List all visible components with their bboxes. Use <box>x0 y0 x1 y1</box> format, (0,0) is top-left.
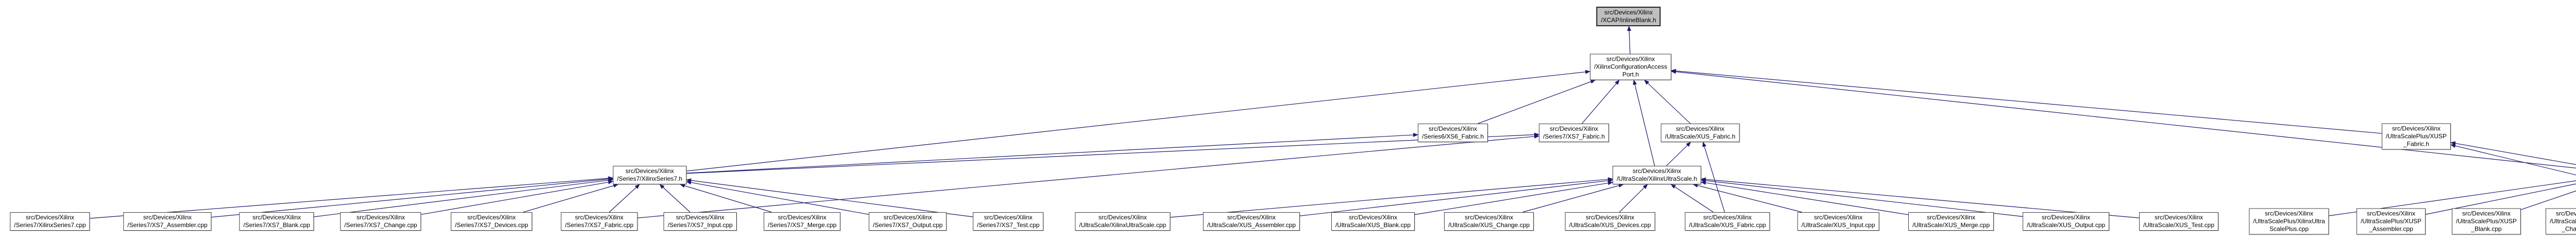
include-edge-ultrascaleplus_h-xusp_fab_h <box>2450 141 2576 165</box>
graph-node-l21[interactable]: src/Devices/Xilinx /UltraScalePlus/Xilin… <box>2249 208 2329 235</box>
graph-node-l09[interactable]: src/Devices/Xilinx /Series7/XS7_Output.c… <box>869 212 947 231</box>
graph-node-xcap_port[interactable]: src/Devices/Xilinx /XilinxConfigurationA… <box>1589 54 1672 80</box>
graph-node-l10[interactable]: src/Devices/Xilinx /Series7/XS7_Test.cpp <box>973 212 1044 231</box>
graph-node-l16[interactable]: src/Devices/Xilinx /UltraScale/XUS_Fabri… <box>1685 212 1770 231</box>
graph-node-l07[interactable]: src/Devices/Xilinx /Series7/XS7_Input.cp… <box>663 212 737 231</box>
graph-node-l14[interactable]: src/Devices/Xilinx /UltraScale/XUS_Chang… <box>1444 212 1534 231</box>
graph-node-xs7_fab_h[interactable]: src/Devices/Xilinx /Series7/XS7_Fabric.h <box>1538 124 1609 142</box>
include-edge-l15-ultrascale_h <box>1619 184 1648 213</box>
include-edge-xs6_fab_h-xcap_port <box>1478 79 1596 124</box>
include-edge-xcap_port-inline_blank <box>1627 26 1632 54</box>
include-edge-l14-ultrascale_h <box>1522 183 1624 213</box>
graph-node-l15[interactable]: src/Devices/Xilinx /UltraScale/XUS_Devic… <box>1565 212 1655 231</box>
include-edge-l06-xs7_fab_h <box>637 134 1539 218</box>
include-edge-l03-series7_h <box>314 178 614 217</box>
include-edge-l01-series7_h <box>90 176 614 219</box>
include-edge-l10-series7_h <box>686 178 973 217</box>
graph-node-l17[interactable]: src/Devices/Xilinx /UltraScale/XUS_Input… <box>1797 212 1879 231</box>
include-edge-l20-ultrascale_h <box>1701 177 2140 218</box>
include-edge-l07-series7_h <box>659 184 690 213</box>
include-edge-xusp_fab_h-xcap_port <box>1671 68 2382 134</box>
graph-node-l23[interactable]: src/Devices/Xilinx /UltraScalePlus/XUSP … <box>2451 208 2521 235</box>
include-edge-series7_h-xs7_fab_h <box>686 132 1539 174</box>
graph-node-l12[interactable]: src/Devices/Xilinx /UltraScale/XUS_Assem… <box>1202 212 1300 231</box>
include-edge-xus_fab_h-xcap_port <box>1644 79 1691 124</box>
graph-node-l22[interactable]: src/Devices/Xilinx /UltraScalePlus/XUSP … <box>2356 208 2426 235</box>
include-edge-l18-ultrascale_h <box>1701 181 1909 215</box>
include-edge-l19-ultrascale_h <box>1701 178 2023 217</box>
include-edge-l26-xusp_fab_h <box>2450 144 2576 176</box>
include-edge-l23-ultrascaleplus_h <box>2520 191 2576 210</box>
include-edge-l02-series7_h <box>211 177 614 218</box>
graph-node-l02[interactable]: src/Devices/Xilinx /Series7/XS7_Assemble… <box>123 212 212 231</box>
graph-node-l08[interactable]: src/Devices/Xilinx /Series7/XS7_Merge.cp… <box>764 212 841 231</box>
include-edge-ultrascaleplus_h-xcap_port <box>1671 70 2576 169</box>
include-edge-l13-ultrascale_h <box>1414 181 1613 215</box>
graph-node-ultrascale_h[interactable]: src/Devices/Xilinx /UltraScale/XilinxUlt… <box>1612 166 1702 184</box>
graph-node-l04[interactable]: src/Devices/Xilinx /Series7/XS7_Change.c… <box>340 212 421 231</box>
include-edge-ultrascale_h-xus_fab_h <box>1666 142 1691 166</box>
include-edge-l16-xus_fab_h <box>1702 142 1725 213</box>
graph-node-xusp_fab_h[interactable]: src/Devices/Xilinx /UltraScalePlus/XUSP … <box>2381 123 2451 150</box>
graph-node-l24[interactable]: src/Devices/Xilinx /UltraScalePlus/XUSP … <box>2545 208 2576 235</box>
graph-node-l19[interactable]: src/Devices/Xilinx /UltraScale/XUS_Outpu… <box>2022 212 2110 231</box>
graph-node-l01[interactable]: src/Devices/Xilinx /Series7/XilinxSeries… <box>10 212 90 231</box>
include-edge-ultrascale_h-xcap_port <box>1633 79 1655 166</box>
include-edge-l08-series7_h <box>680 183 772 213</box>
include-edge-l06-series7_h <box>609 184 640 213</box>
graph-node-series7_h[interactable]: src/Devices/Xilinx /Series7/XilinxSeries… <box>613 166 687 184</box>
graph-node-l11[interactable]: src/Devices/Xilinx /UltraScale/XilinxUlt… <box>1075 212 1171 231</box>
include-edge-l12-ultrascale_h <box>1299 178 1613 216</box>
include-edge-series7_h-xs6_fab_h <box>686 133 1418 174</box>
graph-node-xus_fab_h[interactable]: src/Devices/Xilinx /UltraScale/XUS_Fabri… <box>1660 124 1740 142</box>
include-edge-series7_h-xcap_port <box>686 70 1590 171</box>
graph-node-l06[interactable]: src/Devices/Xilinx /Series7/XS7_Fabric.c… <box>561 212 638 231</box>
graph-node-l05[interactable]: src/Devices/Xilinx /Series7/XS7_Devices.… <box>450 212 533 231</box>
include-edge-xs7_fab_h-xcap_port <box>1582 79 1620 124</box>
include-edge-l16-ultrascale_h <box>1670 184 1714 213</box>
include-edge-l04-series7_h <box>421 180 614 215</box>
include-edge-l05-series7_h <box>523 183 619 213</box>
graph-node-l20[interactable]: src/Devices/Xilinx /UltraScale/XUS_Test.… <box>2139 212 2219 231</box>
graph-node-inline_blank: src/Devices/Xilinx /XCAP/inlineBlank.h <box>1596 7 1661 26</box>
graph-node-l03[interactable]: src/Devices/Xilinx /Series7/XS7_Blank.cp… <box>239 212 314 231</box>
graph-node-xs6_fab_h[interactable]: src/Devices/Xilinx /Series6/XS6_Fabric.h <box>1417 124 1488 142</box>
include-edge-l17-ultrascale_h <box>1692 183 1802 213</box>
graph-node-l13[interactable]: src/Devices/Xilinx /UltraScale/XUS_Blank… <box>1331 212 1415 231</box>
include-edge-l11-ultrascale_h <box>1170 177 1613 218</box>
graph-node-l18[interactable]: src/Devices/Xilinx /UltraScale/XUS_Merge… <box>1908 212 1994 231</box>
include-edge-l09-series7_h <box>686 180 869 215</box>
